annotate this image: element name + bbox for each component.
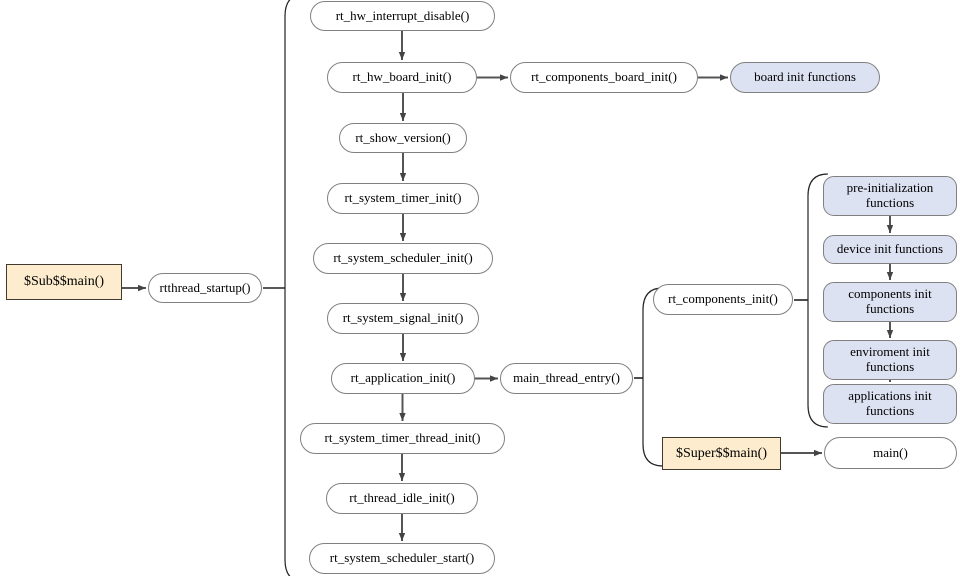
node-device-init-functions[interactable]: device init functions: [823, 235, 957, 264]
node-rtthread-startup[interactable]: rtthread_startup(): [148, 273, 262, 303]
node-enviroment-init-functions[interactable]: enviroment init functions: [823, 340, 957, 380]
rtthread-startup-brace: [263, 0, 291, 576]
node-sub-main[interactable]: $Sub$$main(): [6, 264, 122, 300]
node-rt-application-init[interactable]: rt_application_init(): [331, 363, 475, 394]
node-rt-show-version[interactable]: rt_show_version(): [339, 123, 467, 153]
node-board-init-functions[interactable]: board init functions: [730, 62, 880, 93]
node-rt-system-timer-init[interactable]: rt_system_timer_init(): [327, 183, 479, 214]
node-applications-init-functions[interactable]: applications init functions: [823, 384, 957, 424]
node-rt-hw-interrupt-disable[interactable]: rt_hw_interrupt_disable(): [310, 1, 495, 31]
node-rt-thread-idle-init[interactable]: rt_thread_idle_init(): [326, 483, 478, 514]
node-rt-system-scheduler-start[interactable]: rt_system_scheduler_start(): [309, 543, 495, 574]
node-super-main[interactable]: $Super$$main(): [662, 437, 781, 470]
node-rt-hw-board-init[interactable]: rt_hw_board_init(): [327, 62, 477, 93]
node-rt-system-scheduler-init[interactable]: rt_system_scheduler_init(): [313, 243, 493, 274]
node-components-init-functions[interactable]: components init functions: [823, 282, 957, 322]
node-pre-initialization-functions[interactable]: pre-initialization functions: [823, 176, 957, 216]
node-rt-components-board-init[interactable]: rt_components_board_init(): [510, 62, 698, 93]
node-rt-system-signal-init[interactable]: rt_system_signal_init(): [327, 303, 479, 334]
node-rt-system-timer-thread-init[interactable]: rt_system_timer_thread_init(): [300, 423, 505, 454]
node-rt-components-init[interactable]: rt_components_init(): [653, 284, 793, 315]
node-main[interactable]: main(): [824, 437, 957, 469]
node-main-thread-entry[interactable]: main_thread_entry(): [500, 363, 633, 394]
main-thread-entry-brace: [634, 287, 663, 467]
